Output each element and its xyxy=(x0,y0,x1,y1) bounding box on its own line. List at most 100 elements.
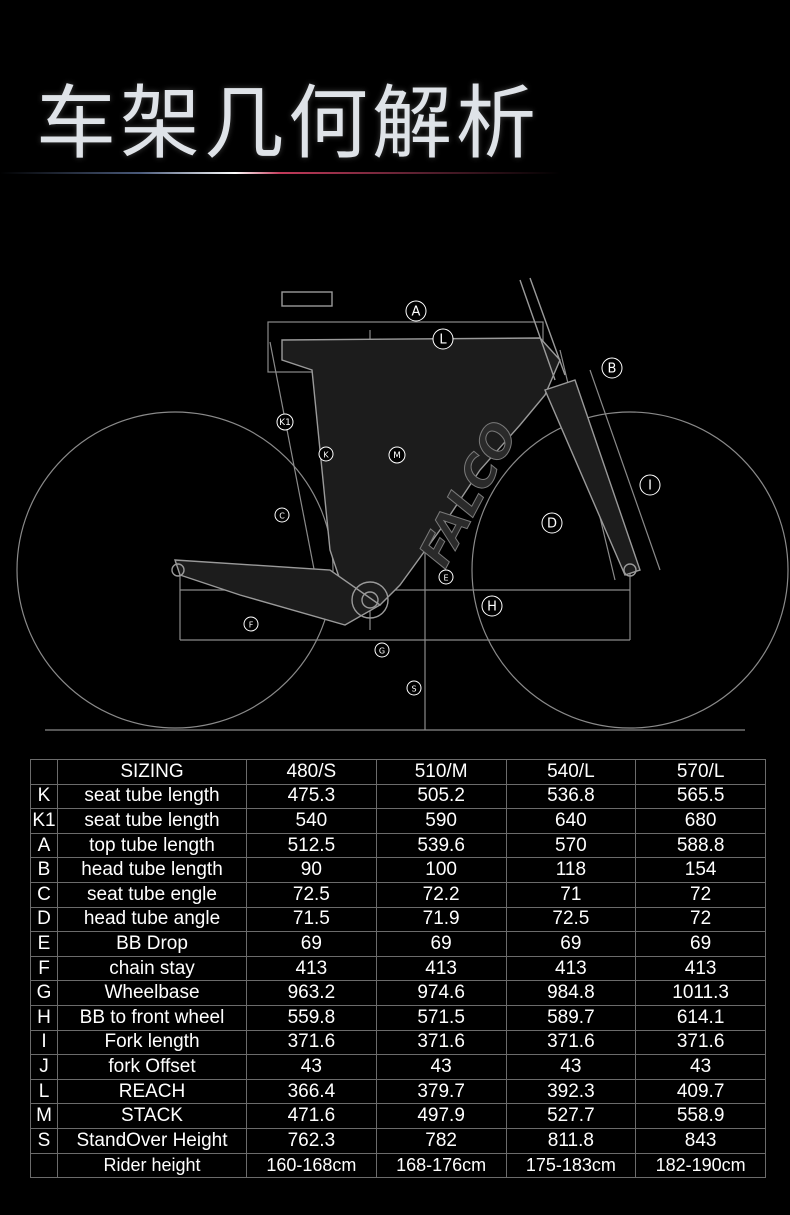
parameter-cell: Wheelbase xyxy=(57,980,247,1006)
value-cell: 512.5 xyxy=(246,832,377,859)
dimension-label-l: L xyxy=(439,333,447,348)
code-cell: D xyxy=(30,906,58,933)
code-cell: K xyxy=(30,783,58,810)
value-cell: 680 xyxy=(635,808,766,834)
dimension-labels xyxy=(243,300,661,696)
code-cell xyxy=(30,1152,58,1179)
value-cell: 379.7 xyxy=(375,1078,507,1105)
value-cell: 480/S xyxy=(246,759,377,785)
parameter-cell: BB to front wheel xyxy=(57,1004,247,1031)
bottom-bracket xyxy=(351,581,389,619)
parameter-cell: seat tube engle xyxy=(57,881,247,908)
value-cell: 71.9 xyxy=(375,906,507,933)
code-cell: E xyxy=(30,931,58,957)
dimension-label-k1: K1 xyxy=(279,418,291,428)
dimension-label-c: C xyxy=(279,512,285,521)
value-cell: 1011.3 xyxy=(635,980,766,1006)
code-cell: I xyxy=(30,1029,58,1056)
value-cell: 762.3 xyxy=(246,1127,377,1154)
value-cell: 497.9 xyxy=(375,1103,507,1129)
value-cell: 570/L xyxy=(635,759,766,785)
parameter-cell: Rider height xyxy=(57,1152,247,1179)
parameter-cell: BB Drop xyxy=(57,931,247,957)
code-cell: G xyxy=(30,980,58,1006)
dimension-label-h: H xyxy=(487,600,497,615)
code-cell: L xyxy=(30,1078,58,1105)
value-cell: 559.8 xyxy=(246,1004,377,1031)
parameter-cell: SIZING xyxy=(57,759,247,785)
parameter-cell: seat tube length xyxy=(57,783,247,810)
value-cell: 371.6 xyxy=(375,1029,507,1056)
value-cell: 570 xyxy=(505,832,637,859)
value-cell: 475.3 xyxy=(246,783,377,810)
value-cell: 72.5 xyxy=(505,906,637,933)
value-cell: 510/M xyxy=(375,759,507,785)
value-cell: 782 xyxy=(375,1127,507,1154)
value-cell: 413 xyxy=(246,955,377,982)
value-cell: 182-190cm xyxy=(635,1152,766,1179)
page-title: 车架几何解析 xyxy=(36,77,540,170)
value-cell: 614.1 xyxy=(635,1004,766,1031)
value-cell: 471.6 xyxy=(246,1103,377,1129)
dimension-label-s: S xyxy=(411,685,416,694)
dimension-label-b: B xyxy=(608,362,617,377)
front-wheel xyxy=(471,411,789,729)
parameter-cell: head tube angle xyxy=(57,906,247,933)
code-cell: K1 xyxy=(30,808,58,834)
value-cell: 505.2 xyxy=(375,783,507,810)
seatpost xyxy=(281,291,333,307)
value-cell: 527.7 xyxy=(505,1103,637,1129)
value-cell: 843 xyxy=(635,1127,766,1154)
value-cell: 160-168cm xyxy=(246,1152,377,1179)
value-cell: 43 xyxy=(635,1054,766,1080)
value-cell: 72 xyxy=(635,906,766,933)
value-cell: 974.6 xyxy=(375,980,507,1006)
value-cell: 413 xyxy=(635,955,766,982)
parameter-cell: top tube length xyxy=(57,832,247,859)
parameter-cell: head tube length xyxy=(57,857,247,883)
value-cell: 72.5 xyxy=(246,881,377,908)
dimension-label-i: I xyxy=(648,479,652,494)
dimension-label-g: G xyxy=(379,647,385,656)
parameter-cell: STACK xyxy=(57,1103,247,1129)
value-cell: 371.6 xyxy=(505,1029,637,1056)
code-cell: H xyxy=(30,1004,58,1031)
value-cell: 118 xyxy=(505,857,637,883)
value-cell: 168-176cm xyxy=(375,1152,507,1179)
parameter-cell: fork Offset xyxy=(57,1054,247,1080)
value-cell: 571.5 xyxy=(375,1004,507,1031)
value-cell: 413 xyxy=(505,955,637,982)
code-cell: J xyxy=(30,1054,58,1080)
value-cell: 540/L xyxy=(505,759,637,785)
value-cell: 539.6 xyxy=(375,832,507,859)
value-cell: 409.7 xyxy=(635,1078,766,1105)
value-cell: 69 xyxy=(375,931,507,957)
code-cell: M xyxy=(30,1103,58,1129)
rear-wheel xyxy=(16,411,334,729)
value-cell: 590 xyxy=(375,808,507,834)
value-cell: 371.6 xyxy=(635,1029,766,1056)
dimension-label-m: M xyxy=(393,451,401,461)
value-cell: 175-183cm xyxy=(505,1152,637,1179)
code-cell: C xyxy=(30,881,58,908)
parameter-cell: chain stay xyxy=(57,955,247,982)
title-underline xyxy=(0,172,560,174)
value-cell: 71 xyxy=(505,881,637,908)
dimension-label-a: A xyxy=(412,305,421,320)
